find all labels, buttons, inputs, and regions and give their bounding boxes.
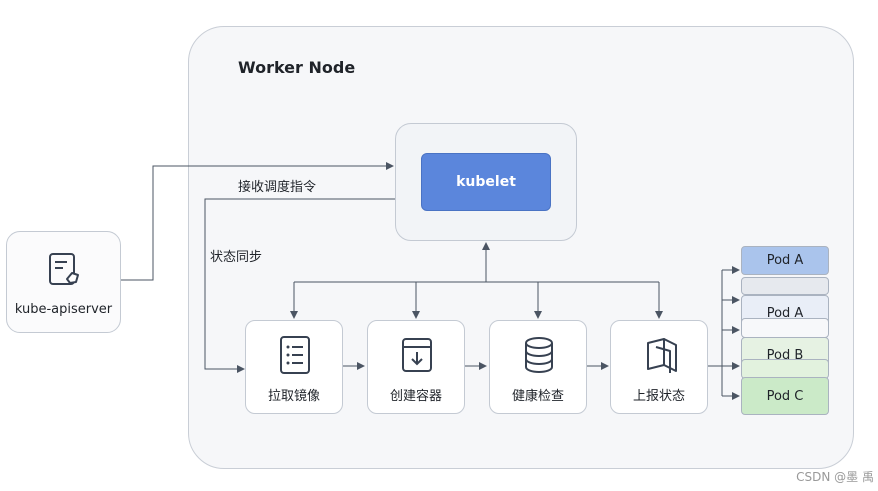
edge-receive-dispatch bbox=[121, 162, 394, 281]
watermark: CSDN @墨 禹 bbox=[796, 470, 874, 484]
step-pull-image: 拉取镜像 bbox=[245, 320, 343, 414]
apiserver-label: kube-apiserver bbox=[14, 302, 113, 317]
kubelet-node: kubelet bbox=[421, 153, 551, 211]
database-icon bbox=[525, 337, 553, 373]
pod-a-card: Pod A bbox=[741, 246, 829, 275]
worker-node-title: Worker Node bbox=[238, 58, 356, 77]
list-icon bbox=[280, 336, 310, 374]
apiserver-node: kube-apiserver bbox=[6, 231, 121, 333]
pod-stack-card bbox=[741, 277, 829, 295]
edge-label-receive: 接收调度指令 bbox=[238, 180, 317, 195]
pod-c-card: Pod C bbox=[741, 377, 829, 415]
edge-status-sync bbox=[204, 198, 395, 373]
step-label: 上报状态 bbox=[632, 389, 685, 404]
step-label: 健康检查 bbox=[511, 389, 564, 404]
step-label: 拉取镜像 bbox=[267, 389, 320, 404]
document-check-icon bbox=[49, 253, 79, 285]
step-create-container: 创建容器 bbox=[367, 320, 465, 414]
edge-label-sync: 状态同步 bbox=[210, 250, 263, 265]
step-label: 创建容器 bbox=[389, 389, 442, 404]
step-health-check: 健康检查 bbox=[489, 320, 587, 414]
box-download-icon bbox=[402, 338, 432, 372]
report-pages-icon bbox=[647, 338, 677, 373]
pod-stack-card bbox=[741, 318, 829, 338]
step-report-status: 上报状态 bbox=[610, 320, 708, 414]
pod-stack-card bbox=[741, 359, 829, 379]
